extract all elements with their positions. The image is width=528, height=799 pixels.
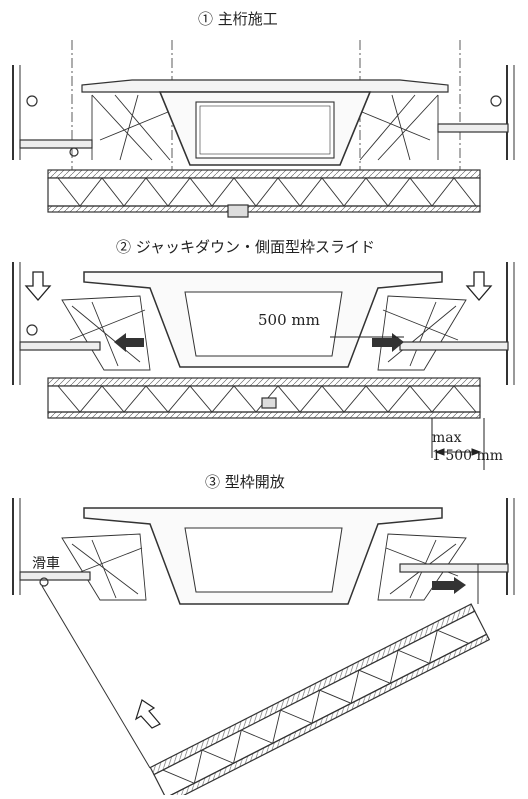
step1-label: 主桁施工	[217, 10, 278, 28]
step3-number: ③	[205, 473, 221, 491]
step2-label: ジャッキダウン・側面型枠スライド	[135, 238, 376, 256]
open-dimension-label: max	[432, 430, 462, 446]
step1-title: ① 主桁施工	[198, 8, 278, 29]
down-arrow-right	[465, 271, 493, 301]
step2-title: ② ジャッキダウン・側面型枠スライド	[116, 236, 375, 257]
step1-drawing	[12, 40, 515, 218]
open-dimension-value: 1 500 mm	[432, 448, 504, 464]
slide-arrow-right	[372, 333, 404, 352]
step3-drawing	[12, 498, 515, 799]
slide-arrow-left	[114, 333, 144, 352]
pulley-label: 滑車	[32, 556, 60, 572]
tilt-arrow-left	[134, 699, 161, 729]
open-dimension-line	[431, 418, 485, 470]
step3-label: 型枠開放	[224, 473, 285, 491]
step1-number: ①	[198, 10, 214, 28]
open-arrow-right	[432, 577, 466, 594]
step2-drawing	[12, 262, 515, 419]
step2-number: ②	[116, 238, 132, 256]
step3-title: ③ 型枠開放	[205, 471, 285, 492]
slide-dimension: 500 mm	[258, 311, 320, 329]
down-arrow-left	[24, 271, 52, 301]
